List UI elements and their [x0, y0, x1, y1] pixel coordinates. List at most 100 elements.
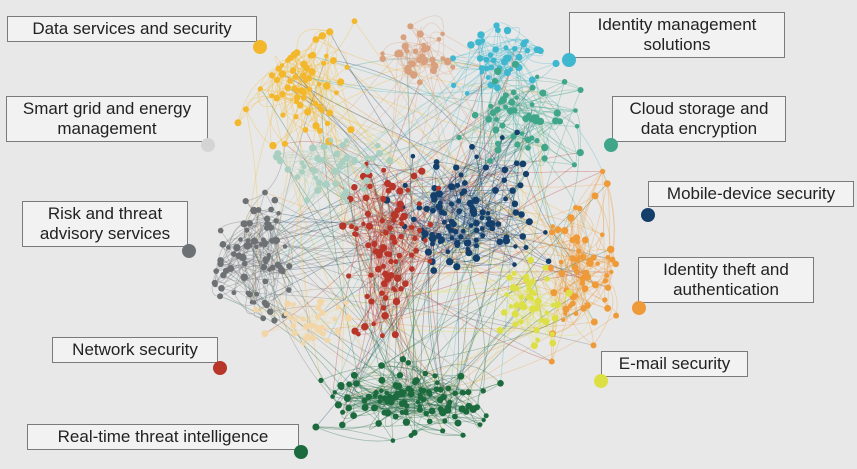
network-edge: [369, 225, 407, 284]
network-node: [602, 297, 608, 303]
network-edge: [285, 303, 313, 326]
network-edge: [288, 154, 348, 170]
network-node: [334, 328, 342, 335]
network-node: [344, 198, 350, 204]
network-edge: [485, 164, 521, 186]
network-edge: [347, 385, 412, 398]
network-edge: [358, 301, 381, 335]
network-node: [529, 278, 536, 285]
network-node: [408, 433, 414, 438]
network-node: [230, 251, 237, 257]
network-node: [328, 137, 334, 143]
network-node: [371, 321, 377, 327]
network-node: [431, 185, 438, 192]
network-edge: [222, 218, 268, 245]
network-node: [437, 239, 443, 245]
network-edge: [307, 182, 320, 197]
network-edge: [565, 207, 577, 310]
network-node: [571, 162, 578, 168]
network-edge: [423, 203, 516, 240]
network-edge: [558, 277, 584, 310]
network-edge: [413, 219, 456, 235]
network-node: [547, 264, 554, 271]
network-node: [483, 65, 490, 72]
network-node: [390, 438, 396, 443]
network-edge: [228, 232, 261, 248]
network-node: [274, 150, 282, 158]
label-text: Identity management solutions: [597, 15, 757, 54]
network-node: [350, 371, 358, 379]
network-edge: [392, 186, 404, 289]
network-edge: [495, 80, 581, 91]
network-node: [496, 238, 504, 246]
network-edge: [267, 106, 506, 260]
network-edge: [392, 184, 521, 188]
network-node: [378, 362, 385, 369]
network-node: [317, 298, 325, 306]
network-edge: [425, 364, 501, 384]
network-edge: [394, 241, 417, 261]
network-node: [456, 198, 462, 204]
network-node: [427, 258, 433, 264]
network-edge: [536, 140, 566, 310]
network-node: [314, 186, 322, 194]
network-edge: [387, 242, 396, 335]
network-node: [318, 106, 325, 113]
network-edge: [358, 164, 575, 335]
network-edge: [365, 170, 390, 200]
network-edge: [570, 217, 588, 306]
network-edge: [413, 218, 613, 260]
network-edge: [294, 298, 339, 321]
network-node: [576, 248, 582, 254]
network-edge: [365, 163, 377, 215]
network-edge: [448, 132, 518, 228]
network-edge: [272, 140, 538, 269]
network-node: [254, 291, 260, 297]
network-node: [454, 242, 461, 249]
network-node: [412, 235, 418, 241]
network-edge: [436, 186, 453, 408]
network-node: [521, 303, 528, 311]
network-node: [472, 196, 480, 204]
network-edge: [384, 275, 528, 317]
network-edge: [386, 189, 409, 254]
network-node: [599, 168, 606, 175]
network-node: [533, 46, 541, 54]
dot-smart-grid: [201, 138, 215, 152]
network-node: [377, 399, 383, 404]
network-edge: [271, 75, 578, 272]
network-node: [258, 242, 264, 247]
network-edge: [593, 287, 614, 346]
network-edge: [358, 274, 374, 325]
network-edge: [530, 89, 581, 261]
network-node: [482, 164, 489, 171]
network-node: [245, 290, 251, 296]
network-node: [286, 167, 291, 172]
network-edge: [369, 210, 398, 302]
network-edge: [269, 56, 423, 270]
network-edge: [297, 153, 337, 177]
network-node: [416, 201, 422, 207]
network-edge: [254, 240, 309, 338]
network-edge: [553, 241, 578, 293]
network-node: [454, 419, 462, 427]
network-node: [448, 183, 456, 191]
network-node: [439, 209, 445, 216]
network-node: [499, 96, 508, 104]
network-edge: [318, 259, 578, 330]
network-node: [467, 41, 475, 49]
network-node: [361, 323, 369, 331]
network-node: [254, 244, 259, 250]
network-node: [603, 180, 611, 188]
network-edge: [372, 133, 522, 159]
network-edge: [410, 416, 481, 436]
network-node: [388, 258, 394, 265]
network-edge: [276, 220, 413, 241]
network-node: [579, 280, 586, 286]
network-node: [243, 242, 251, 250]
network-node: [334, 150, 341, 157]
network-edge: [536, 111, 578, 127]
network-node: [381, 312, 389, 320]
network-edge: [272, 190, 465, 242]
network-node: [316, 127, 323, 134]
